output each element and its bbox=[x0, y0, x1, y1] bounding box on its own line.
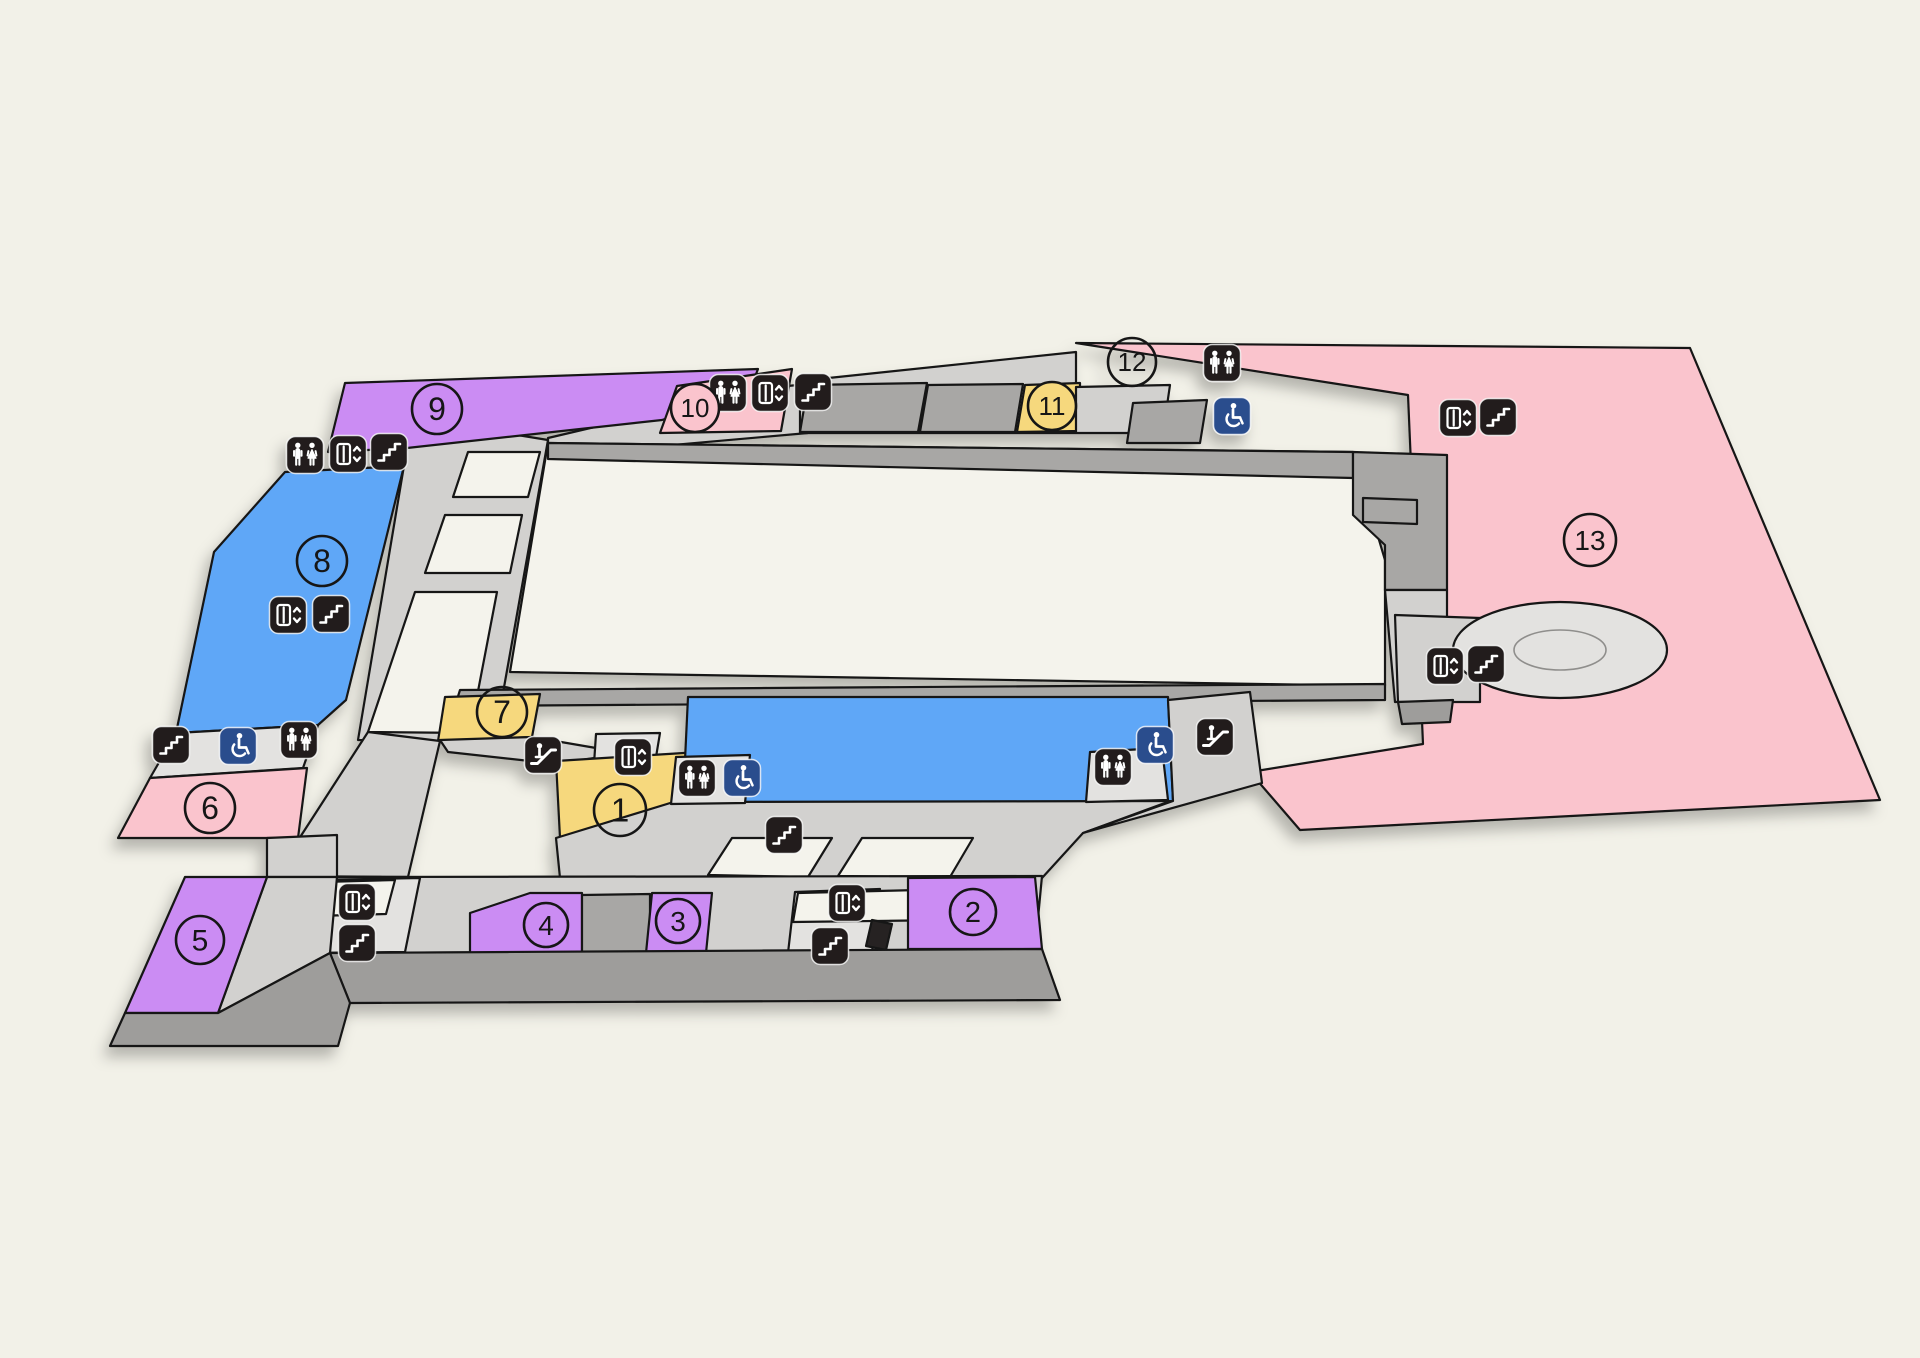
wheelchair-icon[interactable] bbox=[1212, 396, 1252, 436]
escalator-icon[interactable] bbox=[523, 735, 563, 775]
elevator-icon[interactable] bbox=[827, 883, 867, 923]
zone-label-circle-2 bbox=[948, 887, 998, 937]
zone-label-number-10: 10 bbox=[681, 393, 710, 423]
zone-label-6[interactable]: 6 bbox=[183, 781, 237, 835]
restroom-icon-tile bbox=[1202, 343, 1242, 383]
zone-label-circle-7 bbox=[475, 685, 529, 739]
elevator-icon[interactable] bbox=[613, 737, 653, 777]
block-between-4-3 bbox=[580, 892, 652, 955]
zone-9-area bbox=[326, 367, 760, 454]
zone-label-number-7: 7 bbox=[493, 694, 511, 730]
escalator-icon-tile bbox=[1195, 717, 1235, 757]
zone-label-number-6: 6 bbox=[201, 790, 219, 826]
restroom-icon-tile bbox=[1093, 747, 1133, 787]
restroom-icon-tile bbox=[285, 435, 325, 475]
restroom-icon[interactable] bbox=[279, 720, 319, 760]
stairs-icon[interactable] bbox=[151, 725, 191, 765]
elevator-icon-tile bbox=[1425, 646, 1465, 686]
zone-label-circle-12 bbox=[1106, 336, 1158, 388]
link-6-to-5 bbox=[265, 833, 339, 879]
void-opening-2 bbox=[423, 513, 524, 575]
top-dark-block-b bbox=[918, 382, 1025, 434]
elevator-icon[interactable] bbox=[1438, 398, 1478, 438]
zone-label-13[interactable]: 13 bbox=[1562, 512, 1618, 568]
zone-label-8[interactable]: 8 bbox=[295, 534, 349, 588]
elevator-icon[interactable] bbox=[1425, 646, 1465, 686]
zone-label-circle-13 bbox=[1562, 512, 1618, 568]
zone-label-number-1: 1 bbox=[611, 792, 629, 829]
stairs-icon[interactable] bbox=[810, 926, 850, 966]
zone-label-number-3: 3 bbox=[670, 906, 686, 937]
stairs-icon[interactable] bbox=[311, 594, 351, 634]
zone-label-2[interactable]: 2 bbox=[948, 887, 998, 937]
zone-label-circle-10 bbox=[669, 382, 721, 434]
wheelchair-icon[interactable] bbox=[722, 758, 762, 798]
elevator-icon-tile bbox=[1438, 398, 1478, 438]
elevator-icon[interactable] bbox=[268, 595, 308, 635]
zone-label-number-5: 5 bbox=[192, 925, 209, 958]
zone-label-circle-5 bbox=[174, 914, 226, 966]
zone-label-number-8: 8 bbox=[313, 543, 331, 579]
stairs-icon[interactable] bbox=[369, 432, 409, 472]
stairs-icon[interactable] bbox=[337, 923, 377, 963]
zone-label-10[interactable]: 10 bbox=[669, 382, 721, 434]
restroom-icon[interactable] bbox=[1093, 747, 1133, 787]
zone-label-circle-8 bbox=[295, 534, 349, 588]
elevator-icon-tile bbox=[750, 373, 790, 413]
zone-label-3[interactable]: 3 bbox=[654, 897, 702, 945]
strip-front-face bbox=[328, 947, 1062, 1005]
zone-label-number-13: 13 bbox=[1574, 525, 1605, 556]
zone-label-7[interactable]: 7 bbox=[475, 685, 529, 739]
zone-13-front-wedge bbox=[1396, 698, 1455, 726]
zone-label-12[interactable]: 12 bbox=[1106, 336, 1158, 388]
zone-label-1[interactable]: 1 bbox=[592, 782, 648, 838]
elevator-icon-tile bbox=[613, 737, 653, 777]
zone-label-number-4: 4 bbox=[538, 910, 554, 941]
restroom-icon[interactable] bbox=[1202, 343, 1242, 383]
zone-label-4[interactable]: 4 bbox=[522, 901, 570, 949]
elevator-icon-tile bbox=[328, 434, 368, 474]
wing-5-front-face bbox=[108, 951, 352, 1048]
zone-label-9[interactable]: 9 bbox=[410, 382, 464, 436]
zone-label-5[interactable]: 5 bbox=[174, 914, 226, 966]
elevator-icon-tile bbox=[827, 883, 867, 923]
zone-12-corridor-dark bbox=[1125, 398, 1209, 445]
void-opening-1 bbox=[451, 450, 542, 499]
stairs-icon[interactable] bbox=[793, 372, 833, 412]
zone-label-11[interactable]: 11 bbox=[1026, 380, 1078, 432]
wheelchair-icon[interactable] bbox=[1135, 725, 1175, 765]
zone-label-circle-4 bbox=[522, 901, 570, 949]
zone-label-circle-1 bbox=[592, 782, 648, 838]
zone-label-circle-9 bbox=[410, 382, 464, 436]
restroom-icon-tile bbox=[279, 720, 319, 760]
stair-void-b bbox=[836, 836, 975, 879]
courtyard-notch bbox=[1361, 496, 1419, 526]
stairs-icon[interactable] bbox=[764, 815, 804, 855]
stairs-icon[interactable] bbox=[1466, 644, 1506, 684]
escalator-icon-tile bbox=[523, 735, 563, 775]
elevator-icon-tile bbox=[268, 595, 308, 635]
courtyard bbox=[508, 441, 1387, 688]
wheelchair-icon[interactable] bbox=[218, 726, 258, 766]
zone-label-circle-11 bbox=[1026, 380, 1078, 432]
restroom-icon[interactable] bbox=[285, 435, 325, 475]
zone-label-circle-3 bbox=[654, 897, 702, 945]
zone-label-number-11: 11 bbox=[1039, 391, 1066, 421]
elevator-icon[interactable] bbox=[337, 882, 377, 922]
restroom-icon[interactable] bbox=[677, 758, 717, 798]
restroom-icon-tile bbox=[677, 758, 717, 798]
escalator-shaft-block bbox=[864, 918, 894, 952]
zone-label-circle-6 bbox=[183, 781, 237, 835]
zone-label-number-12: 12 bbox=[1118, 347, 1147, 377]
elevator-icon-tile bbox=[337, 882, 377, 922]
round-hall-inner bbox=[1513, 629, 1607, 671]
elevator-icon[interactable] bbox=[750, 373, 790, 413]
escalator-icon[interactable] bbox=[1195, 717, 1235, 757]
stairs-icon[interactable] bbox=[1478, 397, 1518, 437]
elevator-icon[interactable] bbox=[328, 434, 368, 474]
zone-label-number-2: 2 bbox=[965, 897, 981, 929]
zone-label-number-9: 9 bbox=[428, 391, 446, 427]
